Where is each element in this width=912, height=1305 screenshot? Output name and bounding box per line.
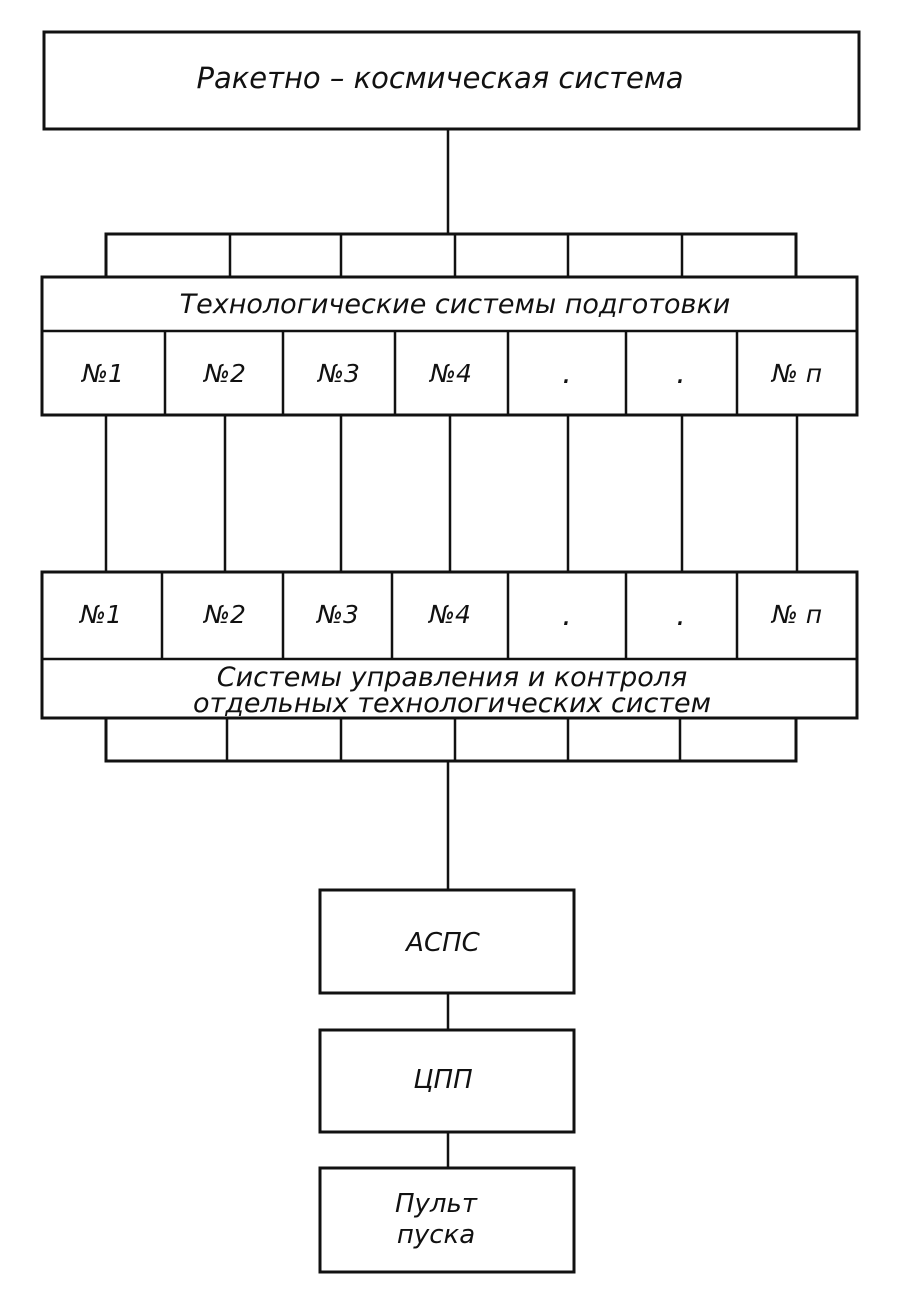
launch-panel-label-line1: Пульт xyxy=(395,1189,478,1219)
tech-cell-3: №3 xyxy=(316,359,360,388)
control-cell-n: № п xyxy=(770,600,822,629)
control-cell-5: . xyxy=(562,598,572,633)
control-systems-title-line2: отдельных технологических систем xyxy=(193,688,711,719)
cpp-label: ЦПП xyxy=(413,1065,472,1095)
control-cell-6: . xyxy=(676,598,686,633)
tech-systems-block xyxy=(40,275,859,417)
control-systems-block xyxy=(40,570,859,720)
tech-cell-2: №2 xyxy=(202,359,246,388)
cpp-box xyxy=(318,1028,576,1134)
control-cell-1: №1 xyxy=(78,600,122,629)
lower-bus xyxy=(104,716,798,763)
control-cell-4: №4 xyxy=(427,600,471,629)
tech-cell-5: . xyxy=(562,356,572,391)
tech-cell-1: №1 xyxy=(80,359,124,388)
top-system-label: Ракетно – космическая система xyxy=(196,61,683,95)
tech-cell-6: . xyxy=(676,356,686,391)
tech-systems-title: Технологические системы подготовки xyxy=(180,289,731,320)
control-cell-3: №3 xyxy=(315,600,359,629)
control-cell-2: №2 xyxy=(202,600,246,629)
aspc-box xyxy=(318,888,576,995)
control-systems-title-line1: Системы управления и контроля xyxy=(217,662,687,693)
upper-bus xyxy=(104,232,798,280)
launch-panel-box xyxy=(318,1166,576,1274)
top-system-box xyxy=(42,30,861,131)
system-links xyxy=(104,415,799,572)
tech-cell-4: №4 xyxy=(428,359,472,388)
tech-cell-n: № п xyxy=(770,359,822,388)
launch-panel-label-line2: пуска xyxy=(397,1220,475,1250)
aspc-label: АСПС xyxy=(404,928,480,958)
